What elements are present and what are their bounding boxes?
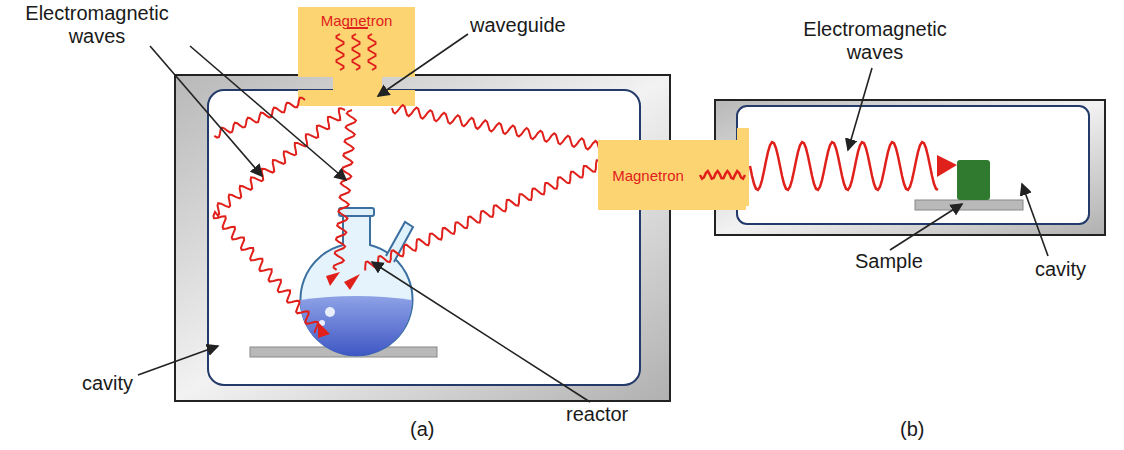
- wave: [700, 171, 745, 179]
- wave: [353, 34, 360, 70]
- wave-label: Electromagnetic waves: [790, 18, 960, 64]
- sample-label: Sample: [855, 250, 923, 273]
- magnetron-box: Magnetron: [598, 160, 698, 190]
- waveguide-label: waveguide: [470, 14, 566, 37]
- panel-label: (a): [410, 418, 434, 441]
- cavity-label: cavity: [82, 372, 133, 395]
- wave-label: Electromagnetic waves: [12, 2, 182, 48]
- cavity-label: cavity: [1035, 258, 1086, 281]
- magnetron-label: Magnetron: [321, 12, 393, 29]
- wave: [369, 34, 376, 70]
- wave: [214, 98, 305, 138]
- wave: [337, 34, 344, 70]
- magnetron-box: Magnetron: [298, 7, 415, 33]
- reactor-label: reactor: [566, 403, 628, 426]
- wave: [334, 110, 356, 270]
- wave: [365, 105, 628, 271]
- magnetron-label: Magnetron: [612, 167, 684, 184]
- panel-label: (b): [900, 418, 924, 441]
- wave: [750, 142, 938, 190]
